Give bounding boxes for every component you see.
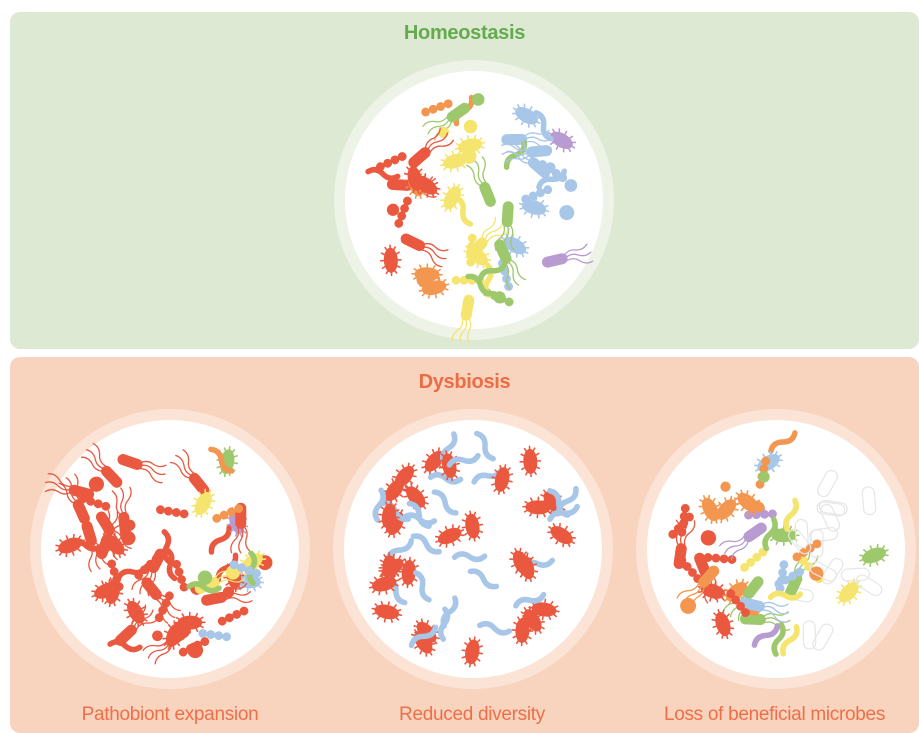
reduced-diversity-dish <box>331 407 615 691</box>
homeostasis-panel: Homeostasis <box>10 12 919 349</box>
homeostasis-dish <box>332 58 616 342</box>
pathobiont-expansion-dish <box>28 407 312 691</box>
pathobiont-expansion-caption: Pathobiont expansion <box>40 704 300 726</box>
loss-of-beneficial-microbes-dish <box>634 407 918 691</box>
dysbiosis-panel: Dysbiosis Pathobiont expansion Reduced d… <box>10 357 919 733</box>
homeostasis-title: Homeostasis <box>10 22 919 45</box>
loss-of-beneficial-microbes-caption: Loss of beneficial microbes <box>630 704 919 726</box>
dysbiosis-title: Dysbiosis <box>10 371 919 394</box>
reduced-diversity-caption: Reduced diversity <box>342 704 602 726</box>
